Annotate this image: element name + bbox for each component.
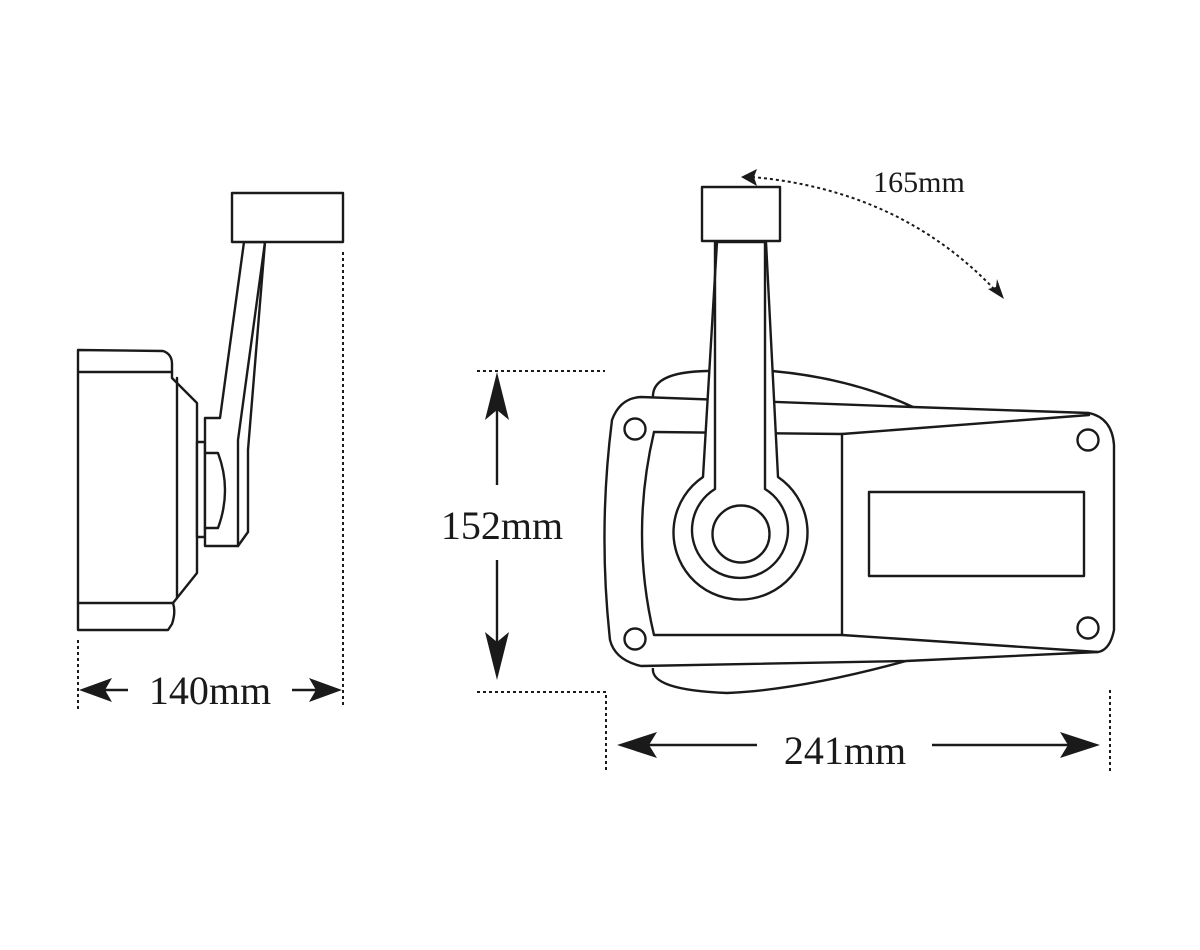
front-pivot-hub — [711, 504, 771, 564]
arrowhead-left-icon — [741, 169, 757, 186]
arrowhead-down-icon — [988, 279, 1004, 299]
extension-line — [477, 691, 607, 772]
arrowhead-left-icon — [617, 732, 657, 758]
front-bottom-hump — [651, 659, 907, 695]
travel-dimension: 165mm — [741, 166, 1004, 299]
arrowhead-up-icon — [485, 372, 509, 420]
side-lever-edge — [236, 240, 267, 548]
height-dimension: 152mm — [441, 370, 607, 772]
front-lever — [672, 240, 809, 601]
side-body — [76, 348, 199, 632]
side-lever-arm — [203, 240, 267, 548]
arrowhead-right-icon — [1060, 732, 1100, 758]
front-plate-inner-bottom — [640, 430, 1100, 654]
screw-hole-icon — [1076, 428, 1100, 452]
width-dimension: 241mm — [617, 690, 1111, 773]
front-view — [603, 185, 1116, 695]
screw-hole-icon — [623, 627, 647, 651]
depth-dimension: 140mm — [77, 252, 344, 713]
side-view — [76, 191, 345, 632]
front-lever-inner — [690, 240, 790, 580]
front-label-window — [867, 490, 1086, 578]
front-knob — [700, 185, 782, 243]
arrowhead-down-icon — [485, 632, 509, 680]
screw-hole-icon — [623, 417, 647, 441]
side-knob — [230, 191, 345, 244]
height-label: 152mm — [441, 503, 563, 548]
travel-label: 165mm — [873, 166, 965, 199]
depth-label: 140mm — [149, 668, 271, 713]
side-hub — [203, 451, 227, 530]
arrowhead-left-icon — [79, 678, 112, 702]
screw-hole-icon — [1076, 616, 1100, 640]
width-label: 241mm — [784, 728, 906, 773]
travel-arc — [751, 176, 996, 291]
arrowhead-right-icon — [309, 678, 342, 702]
